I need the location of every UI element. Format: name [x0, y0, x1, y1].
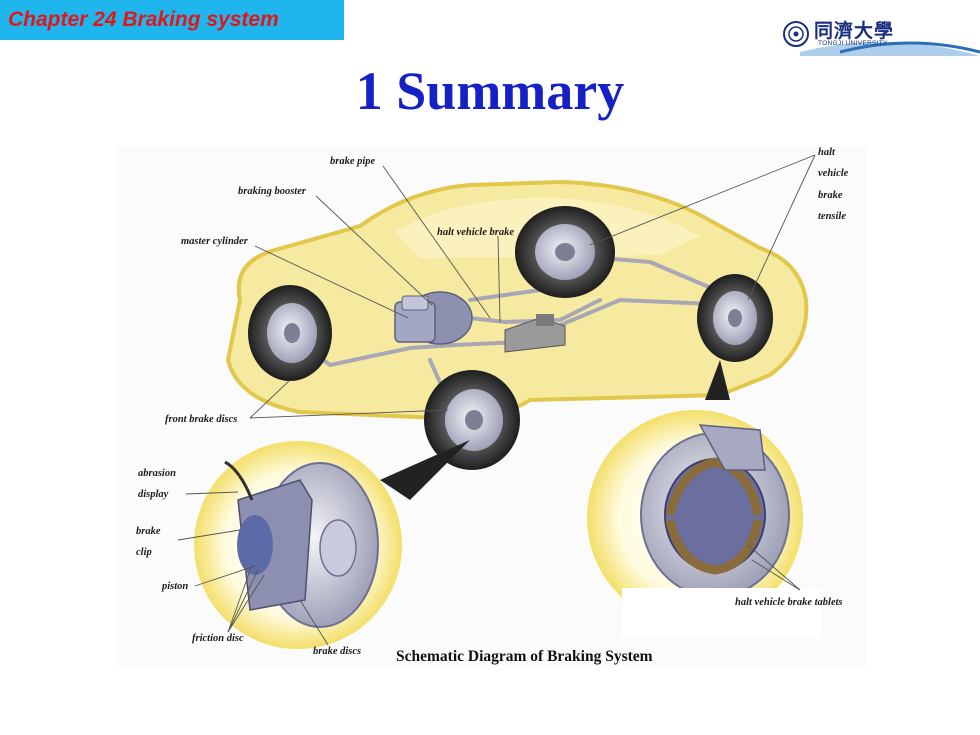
label-brake-discs: brake discs — [313, 646, 361, 657]
label-display: display — [138, 489, 169, 500]
disc-brake-detail — [194, 441, 402, 649]
label-vehicle: vehicle — [818, 168, 849, 179]
label-braking-booster: braking booster — [238, 186, 307, 197]
university-logo: 同濟大學 TONGJI UNIVERSITY — [780, 12, 980, 56]
chapter-label: Chapter 24 Braking system — [0, 0, 344, 40]
rear-left-wheel — [515, 206, 615, 298]
label-brake: brake — [818, 190, 843, 201]
label-friction-disc: friction disc — [192, 633, 244, 644]
label-piston: piston — [161, 581, 188, 592]
label-front-brake-discs: front brake discs — [165, 414, 237, 425]
label-halt-vehicle-brake: halt vehicle brake — [437, 227, 514, 238]
label-master-cylinder: master cylinder — [181, 236, 249, 247]
label-abrasion: abrasion — [138, 468, 176, 479]
diagram-caption: Schematic Diagram of Braking System — [396, 648, 653, 665]
label-halt: halt — [818, 147, 836, 158]
university-name-cn: 同濟大學 — [814, 20, 895, 42]
front-right-wheel — [424, 370, 520, 470]
front-left-wheel — [248, 285, 332, 381]
master-cylinder-booster — [394, 291, 473, 345]
slide-title: 1 Summary — [355, 61, 625, 121]
rear-right-wheel — [697, 274, 773, 362]
university-name-en: TONGJI UNIVERSITY — [818, 40, 888, 47]
label-brake-clip-1: brake — [136, 526, 161, 537]
label-brake-pipe: brake pipe — [330, 156, 376, 167]
label-tensile: tensile — [818, 211, 846, 222]
label-brake-clip-2: clip — [136, 547, 152, 558]
label-halt-vehicle-brake-tablets: halt vehicle brake tablets — [735, 597, 843, 608]
parking-brake-lever — [504, 314, 566, 353]
parking-brake-detail — [587, 410, 822, 638]
leader-lines — [177, 154, 816, 646]
